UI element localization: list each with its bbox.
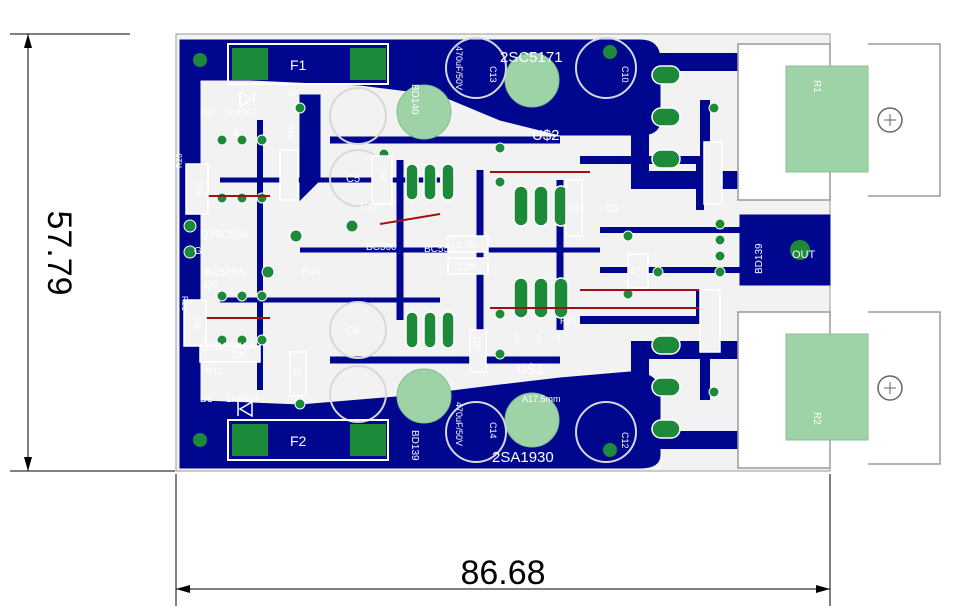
diode-symbols <box>237 90 255 418</box>
height-dimension-label: 57.79 <box>40 210 78 295</box>
label-r21: R21 <box>180 296 189 311</box>
label-bd140: BD140 <box>409 84 420 115</box>
label-c13: C13 <box>488 66 498 83</box>
height-dimension: 57.79 <box>10 33 175 472</box>
label-c10: C10 <box>620 66 630 83</box>
label-c5: C5 <box>346 173 360 185</box>
small-pads <box>183 102 726 410</box>
label-d2: D2 <box>200 108 213 119</box>
label-r2: R2 <box>811 412 822 425</box>
label-r7: R7 <box>288 89 299 98</box>
label-pin3-top: 3 <box>232 128 238 139</box>
label-bc550: BC550 <box>424 244 455 255</box>
label-bc546a-top: BC546A <box>204 267 246 279</box>
label-r1-value: 0.22 <box>764 120 775 140</box>
label-r160: 160 <box>378 168 388 183</box>
mounting-holes <box>193 45 617 457</box>
heatsink-u3 <box>737 43 941 201</box>
label-bd139-right: BD139 <box>754 243 765 274</box>
label-r100: 100 <box>472 336 482 351</box>
label-c1: C1 <box>606 204 619 215</box>
capacitor-outlines <box>329 37 637 463</box>
label-out: OUT <box>792 249 816 261</box>
label-c6: C6 <box>346 325 360 337</box>
label-pin3: 3 <box>514 334 520 345</box>
label-f1: F1 <box>290 57 307 73</box>
label-tta1943: TTA1943 <box>913 318 924 359</box>
silkscreen-labels: 2SC5171 2SA1930 U$2 U$1 A17.5mm F1 F2 D2… <box>175 46 924 466</box>
label-r10val: 10 <box>292 366 302 376</box>
label-r17: R17 <box>360 202 379 213</box>
label-u1: U$1 <box>516 361 544 378</box>
label-bc560: BC560 <box>366 242 397 253</box>
label-r47: 47 <box>630 266 640 276</box>
width-dimension: 86.68 <box>175 474 831 606</box>
label-c14: C14 <box>488 422 498 439</box>
out-connector <box>768 220 830 282</box>
label-r330: 330 <box>232 350 247 360</box>
label-cap-470u-top: 470uF/50V <box>454 46 464 90</box>
resistors <box>183 141 723 397</box>
label-q9: Q9 <box>204 280 218 291</box>
heatsink-u4 <box>737 311 941 469</box>
label-bc556: Q7BC556 <box>200 229 248 241</box>
label-r2-value: 0.22 <box>764 340 775 360</box>
label-r16: R16 <box>302 266 321 277</box>
label-u4: U$4 <box>899 318 910 337</box>
label-cap-470u-bottom: 470uF/50V <box>454 402 464 446</box>
fuse-f2 <box>227 419 389 461</box>
label-a17: A17.5mm <box>522 394 561 404</box>
label-2sa1930: 2SA1930 <box>492 449 554 466</box>
jumper-wires <box>204 171 720 319</box>
label-2-2k-a: 2.2k <box>456 240 476 251</box>
label-d3: D3 <box>200 394 213 405</box>
label-r1: R1 <box>811 80 822 93</box>
width-dimension-label: 86.68 <box>460 554 545 592</box>
label-d3-part: 1n4007 <box>226 394 260 405</box>
label-22k-b: 22k <box>192 316 202 331</box>
label-g: G <box>194 246 202 257</box>
label-u2: U$2 <box>532 127 560 144</box>
label-r10: R10 <box>286 124 295 139</box>
label-d2-part: 1n4007 <box>224 108 258 119</box>
label-f2: F2 <box>290 433 307 449</box>
label-u3: U$3 <box>899 50 910 69</box>
label-r20: R20 <box>175 153 184 168</box>
label-22k-a: 22k <box>194 182 204 197</box>
label-2-2k-b: 2.2k <box>456 262 476 273</box>
thermal-pads <box>396 52 560 448</box>
label-bd139-bottom: BD139 <box>409 430 420 461</box>
label-ttc5200: TTC5200 <box>913 50 924 92</box>
label-pin2: 2 <box>536 334 542 345</box>
label-2sc5171: 2SC5171 <box>500 49 563 66</box>
label-c12: C12 <box>620 432 630 449</box>
label-r11: R11 <box>206 366 222 376</box>
fuse-f1 <box>227 43 389 85</box>
label-r22: R22 <box>560 316 577 326</box>
label-r24: R24 <box>568 204 585 214</box>
label-bc546a-bottom: Q8BC546A <box>200 341 256 353</box>
label-pin1: 1 <box>556 334 562 345</box>
